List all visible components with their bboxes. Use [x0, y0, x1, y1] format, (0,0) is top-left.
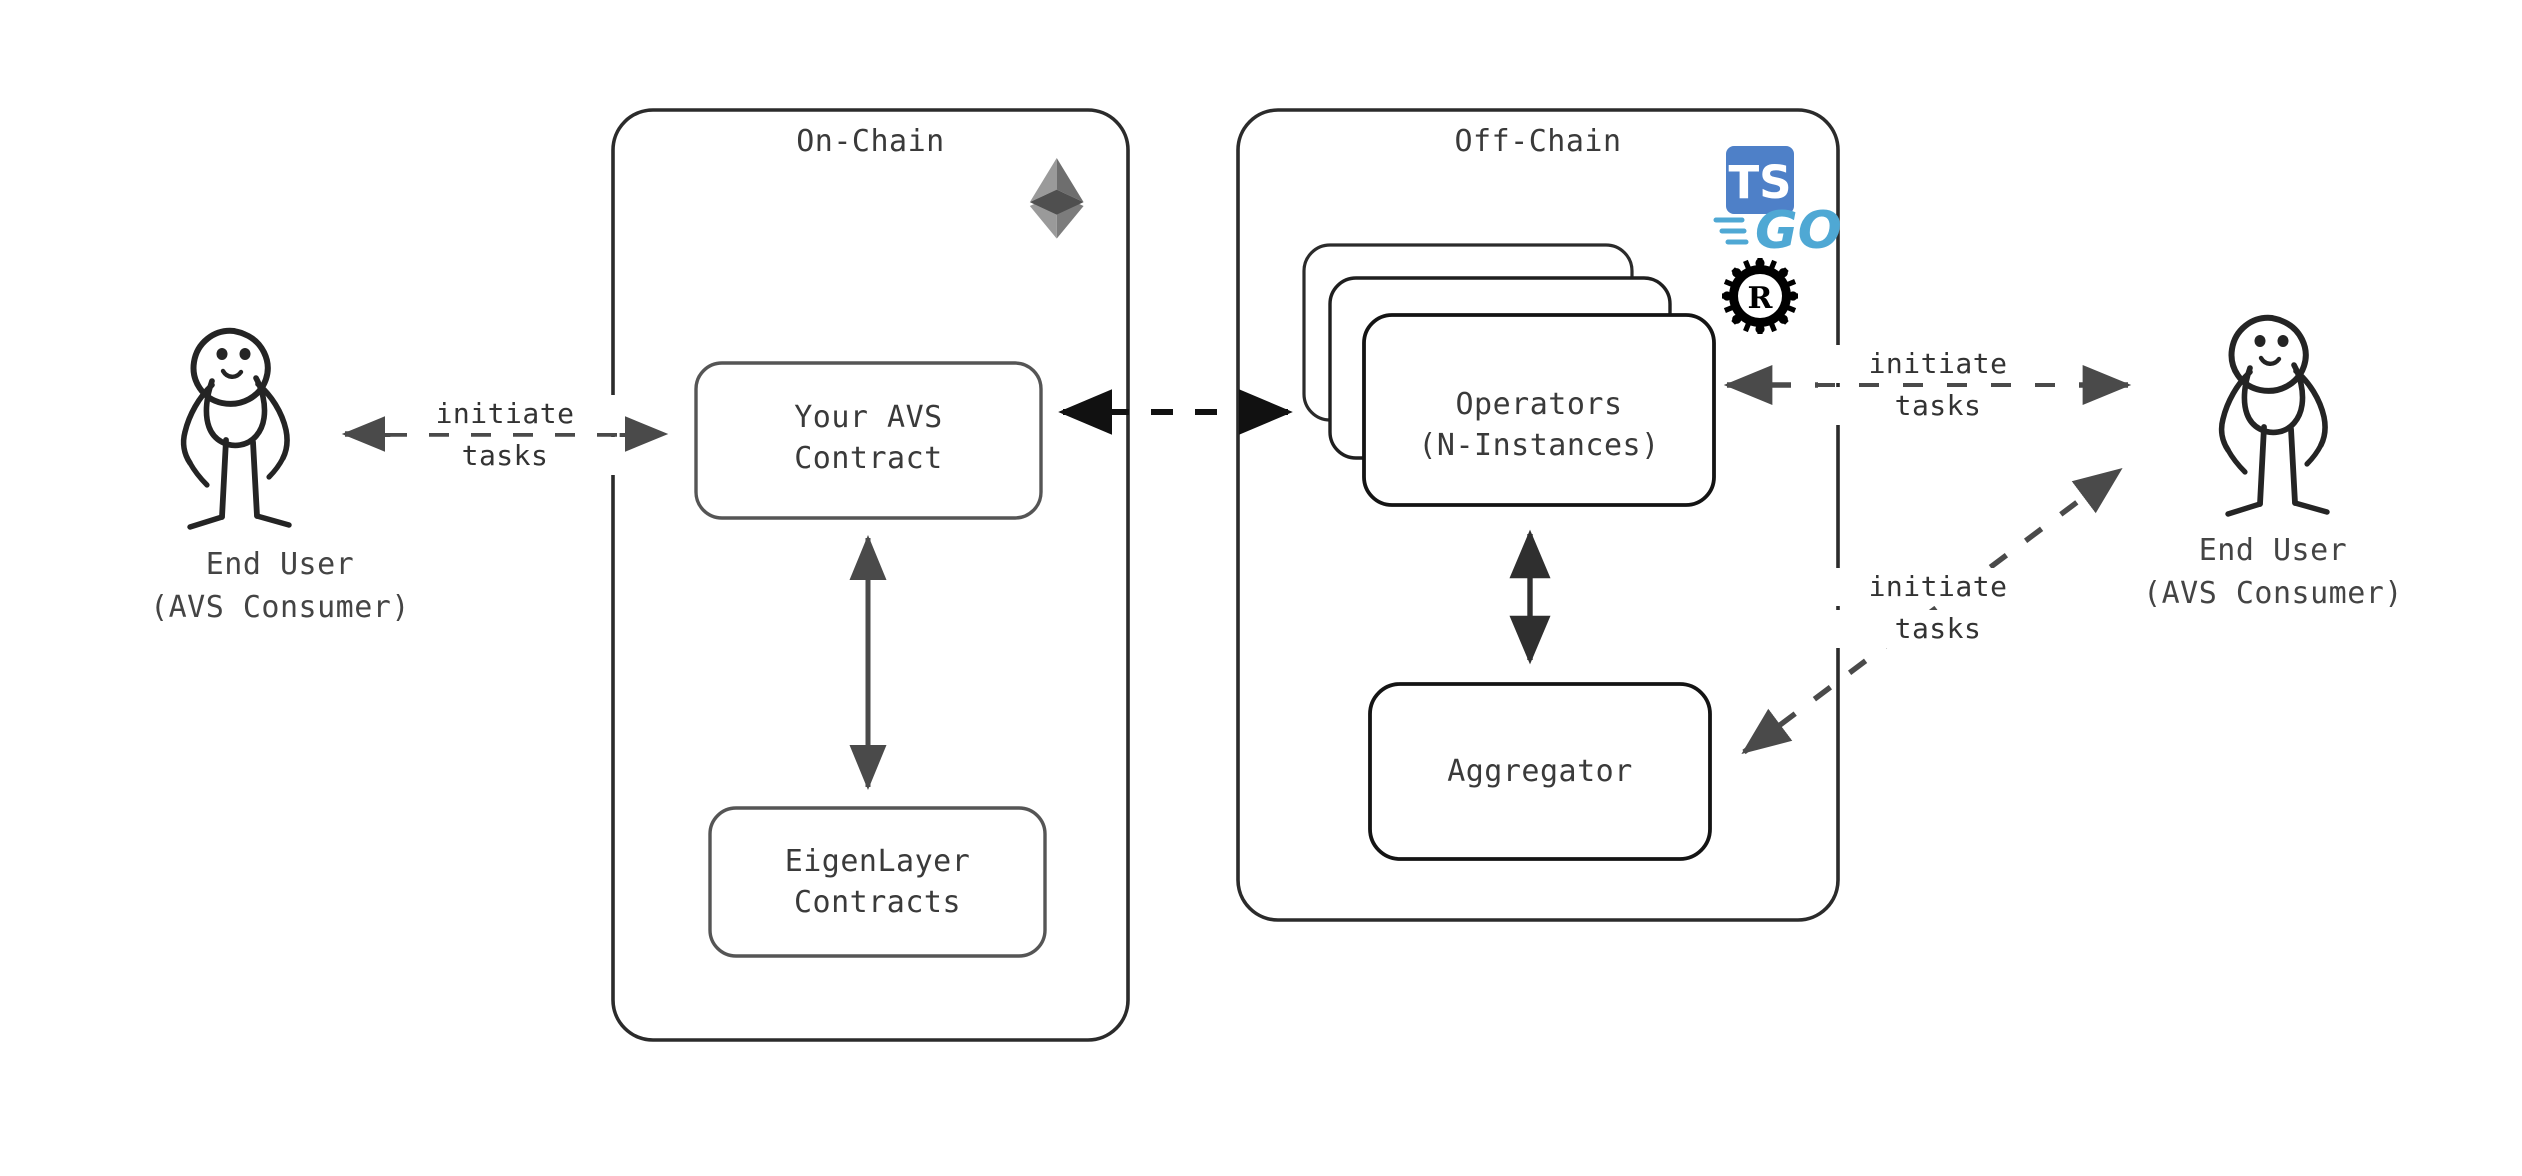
end-user-left-figure: [180, 327, 292, 530]
operators-node[interactable]: [1362, 313, 1716, 507]
golang-logo: GO: [1713, 201, 1842, 261]
ethereum-logo: [1029, 158, 1084, 239]
aggregator-node[interactable]: [1368, 682, 1712, 861]
svg-text:R: R: [1748, 281, 1774, 316]
svg-text:TS: TS: [1728, 156, 1791, 209]
edge-user-right-to-aggregator: [1741, 467, 2123, 755]
typescript-logo: TS: [1726, 146, 1794, 214]
svg-text:GO: GO: [1755, 201, 1842, 261]
end-user-right-figure: [2218, 314, 2330, 517]
onchain-panel: [611, 108, 1130, 1042]
rust-logo: R: [1722, 258, 1798, 334]
eigenlayer-contracts-node[interactable]: [708, 806, 1047, 958]
avs-contract-node[interactable]: [694, 361, 1043, 520]
